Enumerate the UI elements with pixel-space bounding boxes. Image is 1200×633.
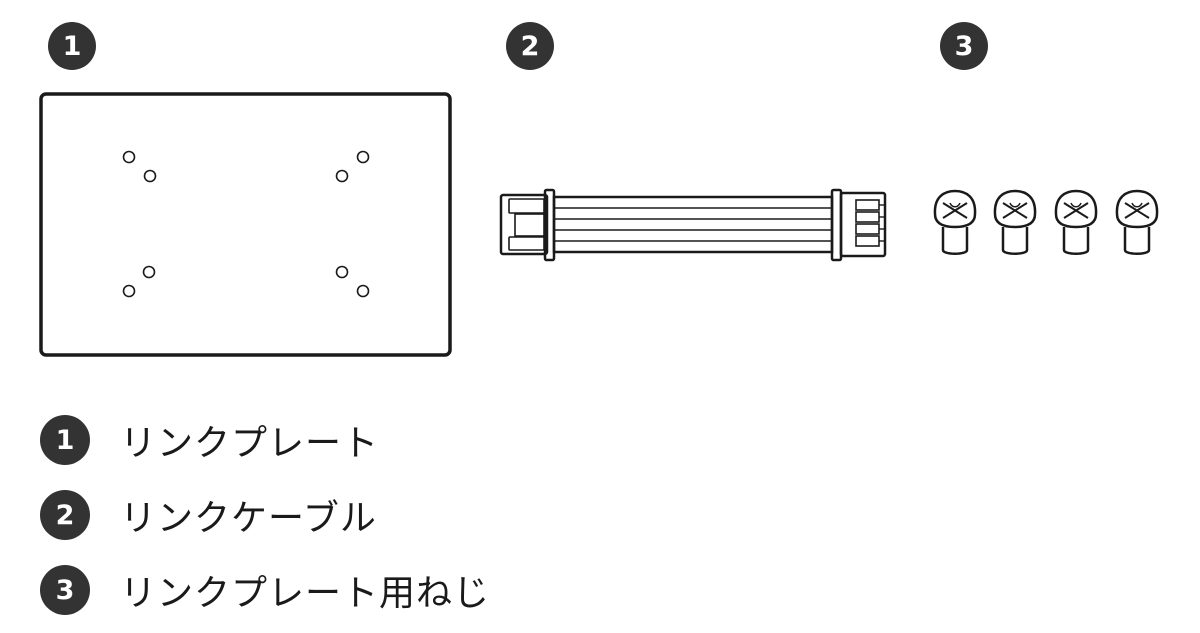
screw-icon: [1115, 189, 1159, 255]
plate-hole: [335, 169, 349, 183]
legend-item-3: 3 リンクプレート用ねじ: [40, 565, 490, 615]
part-1-top-badge: 1: [48, 22, 96, 70]
plate-hole: [122, 284, 136, 298]
screw-icon: [993, 189, 1037, 255]
legend-badge-3: 3: [40, 565, 90, 615]
legend-label-1: リンクプレート: [120, 423, 380, 464]
legend-label-3: リンクプレート用ねじ: [120, 573, 491, 614]
plate-hole: [356, 284, 370, 298]
link-cable-illustration: [499, 188, 887, 262]
legend-item-2: 2 リンクケーブル: [40, 490, 377, 540]
screw-icon: [1054, 189, 1098, 255]
legend-badge-1: 1: [40, 415, 90, 465]
plate-hole: [356, 150, 370, 164]
link-plate-illustration: [39, 92, 452, 357]
screw-icon: [933, 189, 977, 255]
plate-hole: [335, 265, 349, 279]
cable-left-connector: [499, 188, 556, 262]
legend-badge-2: 2: [40, 490, 90, 540]
plate-hole: [143, 169, 157, 183]
link-plate-screws-illustration: [933, 189, 1159, 255]
cable-ribbon: [552, 195, 834, 254]
legend-item-1: 1 リンクプレート: [40, 415, 379, 465]
cable-right-connector: [830, 188, 887, 262]
legend-label-2: リンクケーブル: [120, 498, 377, 539]
link-plate-outline: [39, 92, 452, 357]
link-plate-holes: [122, 150, 370, 298]
plate-hole: [142, 265, 156, 279]
part-3-top-badge: 3: [940, 22, 988, 70]
part-2-top-badge: 2: [506, 22, 554, 70]
plate-hole: [122, 150, 136, 164]
